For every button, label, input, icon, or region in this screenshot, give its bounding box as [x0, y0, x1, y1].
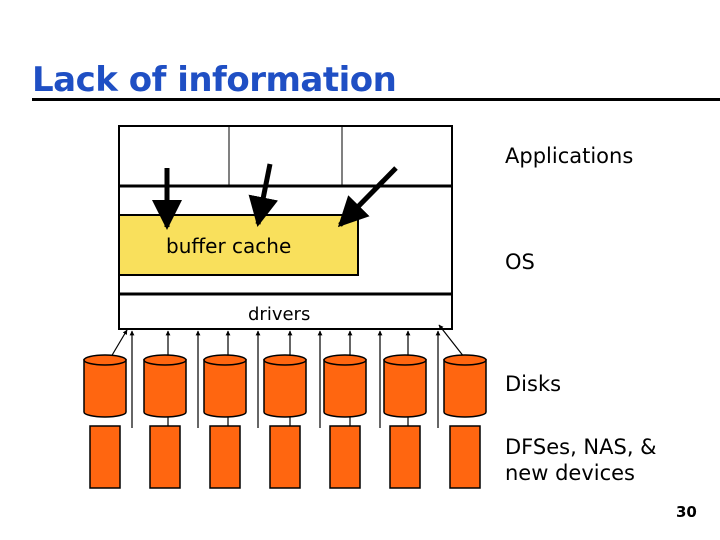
- disk-6: [383, 354, 427, 418]
- disk-5: [323, 354, 367, 418]
- disk-3: [203, 354, 247, 418]
- disk-4: [263, 354, 307, 418]
- disks-label: Disks: [505, 372, 562, 396]
- os-label: OS: [505, 250, 535, 274]
- drivers-label: drivers: [246, 304, 313, 325]
- slide-title: Lack of information: [32, 60, 397, 100]
- app-arrow-2: [248, 163, 279, 227]
- device-2: [149, 425, 181, 489]
- dfs-label-line2: new devices: [505, 461, 635, 485]
- buffer-cache-label: buffer cache: [166, 234, 292, 258]
- title-underline: [32, 98, 720, 101]
- device-1: [89, 425, 121, 489]
- disk-row: [83, 354, 487, 418]
- disk-1: [83, 354, 127, 418]
- device-3: [209, 425, 241, 489]
- slide-number: 30: [676, 503, 697, 521]
- device-row: [89, 425, 481, 489]
- disk-7: [443, 354, 487, 418]
- device-4: [269, 425, 301, 489]
- disk-2: [143, 354, 187, 418]
- device-5: [329, 425, 361, 489]
- app-arrow-3: [337, 166, 398, 228]
- device-7: [449, 425, 481, 489]
- dfs-label-line1: DFSes, NAS, &: [505, 435, 657, 459]
- applications-label: Applications: [505, 144, 634, 168]
- device-6: [389, 425, 421, 489]
